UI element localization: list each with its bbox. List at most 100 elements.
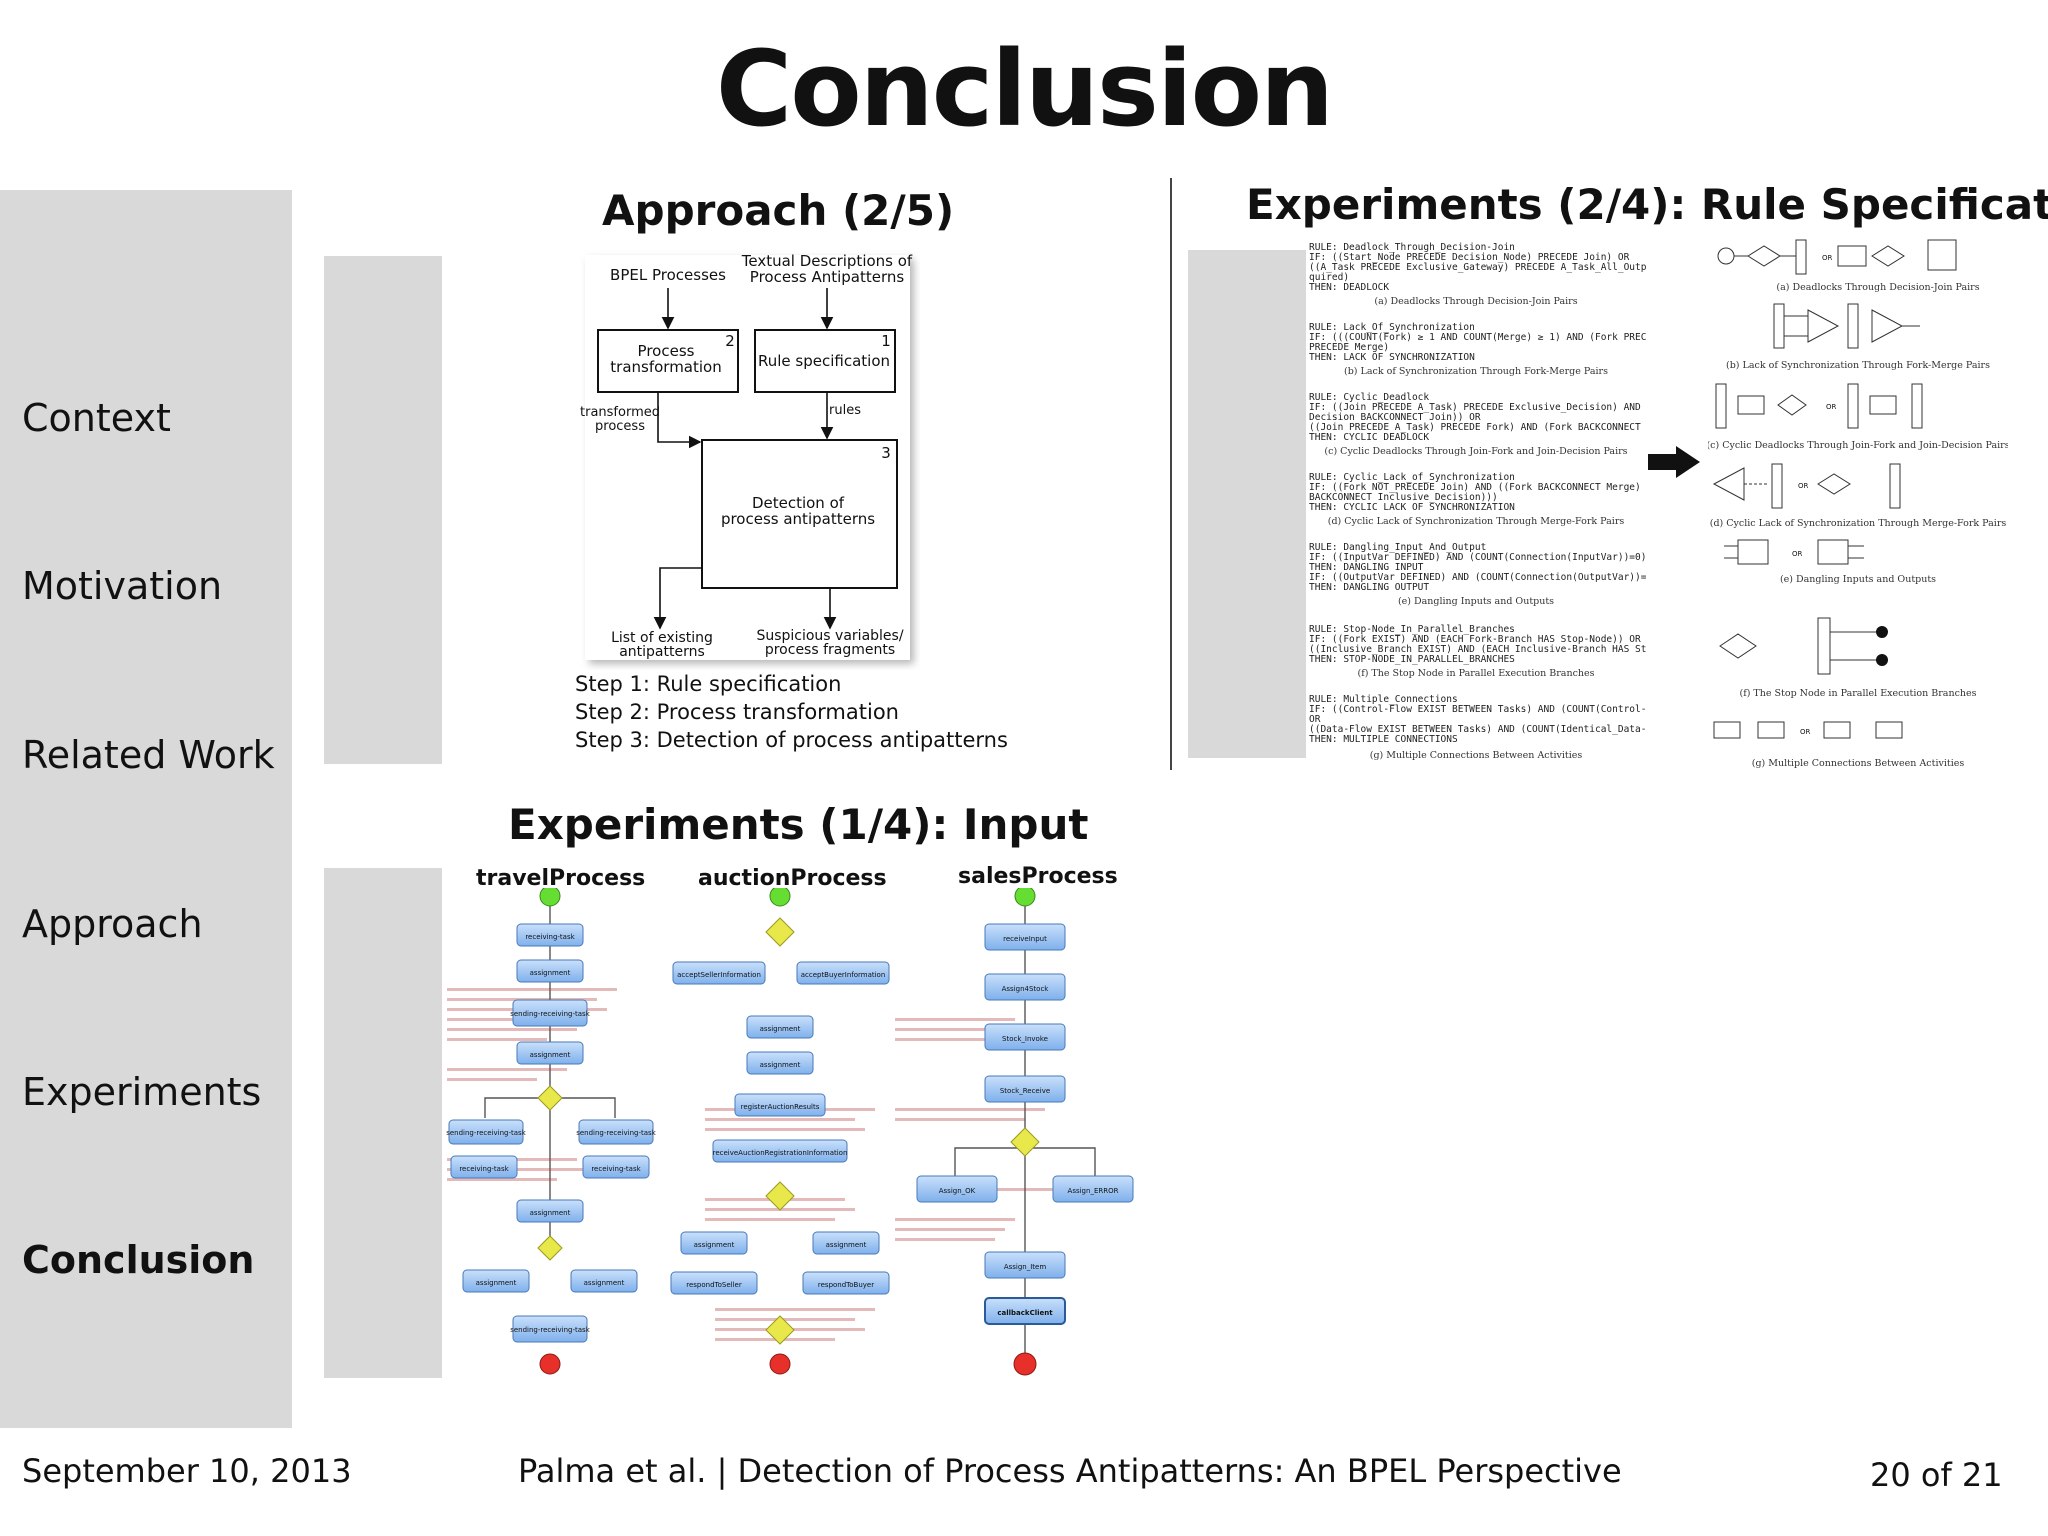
svg-text:(f) The Stop Node in Parallel: (f) The Stop Node in Parallel Execution … bbox=[1357, 668, 1594, 679]
input-thumb-title: Experiments (1/4): Input bbox=[508, 800, 1089, 849]
svg-text:IF: ((Fork NOT_PRECEDE Join) A: IF: ((Fork NOT_PRECEDE Join) AND ((Fork … bbox=[1309, 482, 1646, 493]
rule-block-c: RULE: Cyclic_Deadlock IF: ((Join PRECEDE… bbox=[1309, 392, 1646, 457]
rule-block-a: RULE: Deadlock_Through_Decision-Join IF:… bbox=[1309, 242, 1646, 307]
svg-text:List of existing: List of existing bbox=[611, 630, 713, 646]
sidebar-nav bbox=[0, 190, 292, 1428]
rule-block-e: RULE: Dangling_Input_And_Output IF: ((In… bbox=[1309, 542, 1646, 607]
svg-text:IF: (((COUNT(Fork) ≥ 1 AND COU: IF: (((COUNT(Fork) ≥ 1 AND COUNT(Merge) … bbox=[1309, 332, 1646, 343]
svg-text:THEN: CYCLIC LACK OF SYNCHRONI: THEN: CYCLIC LACK OF SYNCHRONIZATION bbox=[1309, 502, 1515, 513]
svg-text:acceptBuyerInformation: acceptBuyerInformation bbox=[801, 971, 886, 979]
svg-text:transformation: transformation bbox=[610, 358, 721, 376]
svg-text:(b) Lack of Synchronization Th: (b) Lack of Synchronization Through Fork… bbox=[1344, 366, 1608, 377]
svg-text:Textual Descriptions of: Textual Descriptions of bbox=[741, 252, 913, 270]
svg-text:receiving-task: receiving-task bbox=[459, 1165, 509, 1173]
svg-text:IF: ((InputVar DEFINED) AND (C: IF: ((InputVar DEFINED) AND (COUNT(Conne… bbox=[1309, 552, 1646, 563]
footer-date: September 10, 2013 bbox=[22, 1452, 352, 1490]
svg-text:Detection of: Detection of bbox=[752, 494, 845, 512]
thumbnail-divider bbox=[1170, 178, 1172, 770]
svg-text:Assign_ERROR: Assign_ERROR bbox=[1068, 1187, 1119, 1195]
svg-text:respondToSeller: respondToSeller bbox=[686, 1281, 742, 1289]
nav-item-experiments[interactable]: Experiments bbox=[22, 1070, 262, 1114]
svg-text:receiving-task: receiving-task bbox=[525, 933, 575, 941]
svg-text:(g) Multiple Connections Betwe: (g) Multiple Connections Between Activit… bbox=[1752, 758, 1965, 769]
approach-diagram: BPEL Processes Textual Descriptions of P… bbox=[580, 252, 913, 660]
svg-text:rules: rules bbox=[829, 403, 861, 418]
svg-text:Process Antipatterns: Process Antipatterns bbox=[750, 268, 905, 286]
svg-text:((Inclusive_Branch EXIST) AND: ((Inclusive_Branch EXIST) AND (EACH Incl… bbox=[1309, 644, 1646, 655]
svg-text:callbackClient: callbackClient bbox=[997, 1309, 1053, 1317]
svg-text:Rule specification: Rule specification bbox=[758, 352, 890, 370]
travel-start-node bbox=[539, 888, 561, 907]
svg-text:2: 2 bbox=[725, 332, 735, 350]
figure-a: OR (a) Deadlocks Through Decision-Join P… bbox=[1717, 239, 1980, 293]
svg-text:assignment: assignment bbox=[584, 1279, 625, 1287]
svg-text:RULE: Multiple_Connections: RULE: Multiple_Connections bbox=[1309, 694, 1458, 705]
figure-c: OR (c) Cyclic Deadlocks Through Join-For… bbox=[1708, 383, 2008, 451]
auction-tasks: acceptSellerInformation acceptBuyerInfor… bbox=[670, 917, 890, 1375]
svg-text:assignment: assignment bbox=[530, 1209, 571, 1217]
approach-thumb-title: Approach (2/5) bbox=[602, 186, 955, 235]
svg-text:assignment: assignment bbox=[760, 1061, 801, 1069]
thumb-sidebar-approach bbox=[324, 256, 442, 764]
approach-step-2: Step 2: Process transformation bbox=[575, 700, 899, 724]
svg-text:RULE: Stop-Node_In_Parallel_Br: RULE: Stop-Node_In_Parallel_Branches bbox=[1309, 624, 1515, 635]
svg-text:PRECEDE Merge): PRECEDE Merge) bbox=[1309, 342, 1389, 353]
rules-thumb-title: Experiments (2/4): Rule Specification bbox=[1246, 180, 2048, 229]
svg-text:OR: OR bbox=[1822, 254, 1833, 262]
rule-block-d: RULE: Cyclic_Lack_of_Synchronization IF:… bbox=[1309, 472, 1646, 527]
process-title-auction: auctionProcess bbox=[698, 866, 887, 891]
svg-text:RULE: Dangling_Input_And_Outpu: RULE: Dangling_Input_And_Output bbox=[1309, 542, 1486, 553]
svg-text:assignment: assignment bbox=[826, 1241, 867, 1249]
svg-text:respondToBuyer: respondToBuyer bbox=[818, 1281, 874, 1289]
thumb-sidebar-input bbox=[324, 868, 442, 1378]
svg-text:IF: ((Control-Flow EXIST BETWE: IF: ((Control-Flow EXIST BETWEEN Tasks) … bbox=[1309, 704, 1646, 715]
svg-text:3: 3 bbox=[881, 444, 891, 462]
figure-b: (b) Lack of Synchronization Through Fork… bbox=[1726, 303, 1990, 371]
rule-block-b: RULE: Lack_Of_Synchronization IF: (((COU… bbox=[1309, 322, 1646, 377]
nav-item-related-work[interactable]: Related Work bbox=[22, 733, 275, 777]
travel-tasks: receiving-task assignment sending-receiv… bbox=[446, 923, 657, 1375]
thumb-sidebar-rules bbox=[1188, 250, 1306, 758]
svg-text:(a) Deadlocks Through Decision: (a) Deadlocks Through Decision-Join Pair… bbox=[1374, 296, 1577, 307]
svg-text:sending-receiving-task: sending-receiving-task bbox=[446, 1129, 526, 1137]
svg-text:Stock_Invoke: Stock_Invoke bbox=[1002, 1035, 1048, 1043]
svg-text:OR: OR bbox=[1800, 728, 1811, 736]
svg-text:OR: OR bbox=[1792, 550, 1803, 558]
svg-text:Stock_Receive: Stock_Receive bbox=[1000, 1087, 1050, 1095]
svg-text:acceptSellerInformation: acceptSellerInformation bbox=[677, 971, 761, 979]
svg-text:Assign4Stock: Assign4Stock bbox=[1002, 985, 1050, 993]
svg-text:BACKCONNECT Inclusive_Decision: BACKCONNECT Inclusive_Decision))) bbox=[1309, 492, 1498, 503]
svg-text:(e) Dangling Inputs and Output: (e) Dangling Inputs and Outputs bbox=[1780, 574, 1936, 585]
svg-text:receiveAuctionRegistrationInfo: receiveAuctionRegistrationInformation bbox=[713, 1149, 848, 1157]
nav-item-approach[interactable]: Approach bbox=[22, 902, 203, 946]
approach-step-1: Step 1: Rule specification bbox=[575, 672, 842, 696]
svg-text:antipatterns: antipatterns bbox=[619, 644, 705, 660]
svg-text:OR: OR bbox=[1798, 482, 1809, 490]
svg-text:IF: ((Join PRECEDE A_Task) PRE: IF: ((Join PRECEDE A_Task) PRECEDE Exclu… bbox=[1309, 402, 1646, 413]
svg-text:assignment: assignment bbox=[760, 1025, 801, 1033]
svg-text:process fragments: process fragments bbox=[765, 642, 895, 658]
svg-text:THEN: DEADLOCK: THEN: DEADLOCK bbox=[1309, 282, 1389, 293]
svg-text:THEN: DANGLING INPUT: THEN: DANGLING INPUT bbox=[1309, 562, 1424, 573]
svg-text:RULE: Cyclic_Deadlock: RULE: Cyclic_Deadlock bbox=[1309, 392, 1429, 403]
figure-g: OR (g) Multiple Connections Between Acti… bbox=[1713, 721, 1965, 769]
rule-block-g: RULE: Multiple_Connections IF: ((Control… bbox=[1309, 694, 1646, 761]
svg-text:THEN: STOP-NODE_IN_PARALLEL_BR: THEN: STOP-NODE_IN_PARALLEL_BRANCHES bbox=[1309, 654, 1515, 665]
svg-text:(e) Dangling Inputs and Output: (e) Dangling Inputs and Outputs bbox=[1398, 596, 1554, 607]
svg-text:(d) Cyclic Lack of Synchroniza: (d) Cyclic Lack of Synchronization Throu… bbox=[1710, 518, 2007, 529]
svg-text:receiveInput: receiveInput bbox=[1003, 935, 1047, 943]
nav-item-conclusion[interactable]: Conclusion bbox=[22, 1238, 255, 1282]
svg-text:RULE: Lack_Of_Synchronization: RULE: Lack_Of_Synchronization bbox=[1309, 322, 1475, 333]
svg-text:process antipatterns: process antipatterns bbox=[721, 510, 875, 528]
nav-item-context[interactable]: Context bbox=[22, 396, 171, 440]
svg-text:(g) Multiple Connections Betwe: (g) Multiple Connections Between Activit… bbox=[1370, 750, 1583, 761]
svg-text:Assign_OK: Assign_OK bbox=[939, 1187, 976, 1195]
process-title-sales: salesProcess bbox=[958, 864, 1118, 889]
svg-text:(d) Cyclic Lack of Synchroniza: (d) Cyclic Lack of Synchronization Throu… bbox=[1328, 516, 1625, 527]
slide-title: Conclusion bbox=[715, 28, 1334, 150]
antipattern-figures: OR (a) Deadlocks Through Decision-Join P… bbox=[1708, 239, 2008, 769]
figure-e: OR (e) Dangling Inputs and Outputs bbox=[1724, 539, 1936, 585]
svg-text:THEN: MULTIPLE CONNECTIONS: THEN: MULTIPLE CONNECTIONS bbox=[1309, 734, 1458, 745]
svg-text:process: process bbox=[595, 419, 645, 434]
nav-item-motivation[interactable]: Motivation bbox=[22, 564, 223, 608]
